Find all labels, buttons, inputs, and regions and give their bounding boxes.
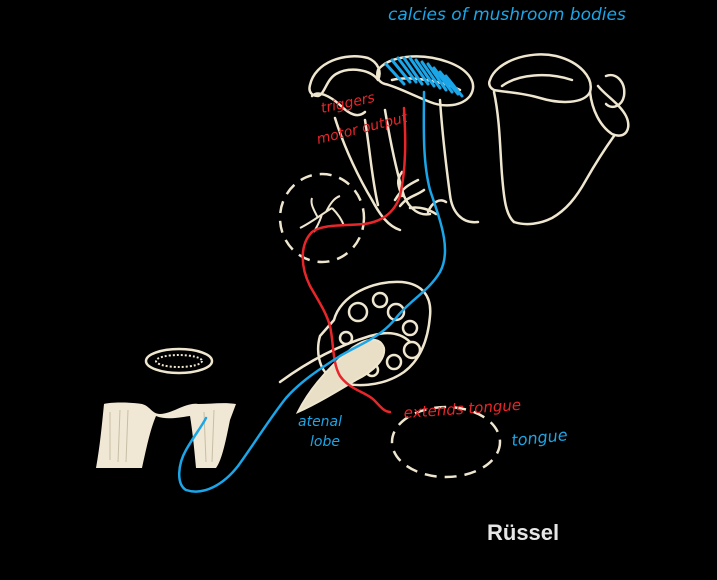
- tongue-label: tongue: [510, 425, 568, 450]
- antenal-lobe-label-line1: atenal: [298, 414, 342, 430]
- small-oval-organ: [146, 349, 212, 373]
- proboscis-drawing: [96, 403, 236, 469]
- dendrite-region: [280, 174, 364, 262]
- caption-ruessel: Rüssel: [487, 520, 559, 545]
- calices-label: calcies of mushroom bodies: [388, 5, 626, 25]
- extends-tongue-label: extends tongue: [403, 396, 522, 422]
- mushroom-bodies: [309, 54, 628, 230]
- right-calyx: [489, 54, 590, 102]
- antenal-lobe-label-line2: lobe: [310, 434, 340, 450]
